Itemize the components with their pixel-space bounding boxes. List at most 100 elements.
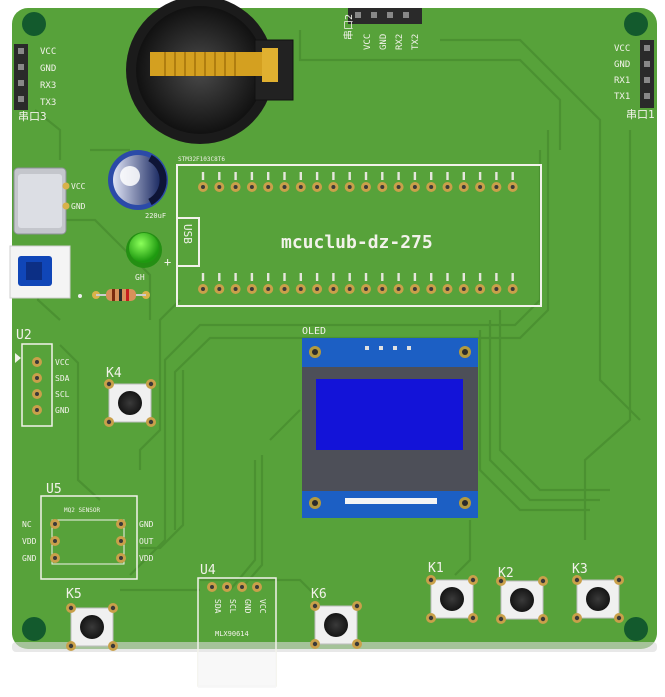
uart3-label: 串口3 bbox=[18, 110, 47, 123]
mcu-pad-mark bbox=[348, 273, 351, 281]
key-cap[interactable] bbox=[324, 613, 348, 637]
u4-pin-gnd: GND bbox=[243, 599, 252, 614]
mcu-pad-hole bbox=[429, 287, 434, 291]
uart3-pin-gnd: GND bbox=[40, 64, 56, 74]
mcu-pad-mark bbox=[315, 172, 319, 180]
u5-pad-hole bbox=[119, 539, 123, 543]
usb-pin-gnd: GND bbox=[71, 202, 86, 211]
oled-screen bbox=[316, 379, 463, 450]
key-k2-label: K2 bbox=[498, 566, 514, 581]
board-title: mcuclub-dz-275 bbox=[281, 232, 433, 253]
mcu-pad-mark bbox=[478, 172, 482, 180]
mcu-pad-mark bbox=[413, 273, 417, 281]
mcu-pad-mark bbox=[381, 172, 384, 180]
u4-caption: MLX90614 bbox=[215, 630, 249, 638]
mcu-pad-mark bbox=[283, 172, 286, 180]
mcu-pad-mark bbox=[364, 172, 368, 180]
uart2-header bbox=[348, 8, 422, 24]
mounting-holes bbox=[22, 12, 648, 641]
mcu-pad-hole bbox=[331, 185, 336, 189]
key-cap[interactable] bbox=[586, 587, 610, 611]
u2-pin-gnd: GND bbox=[55, 406, 70, 415]
key-pad-hole bbox=[540, 578, 546, 584]
u2-pin-vcc: VCC bbox=[55, 358, 70, 367]
mcu-pad-mark bbox=[332, 273, 335, 281]
key-k6-button[interactable]: K6 bbox=[310, 587, 362, 649]
u5-ref: U5 bbox=[46, 482, 62, 497]
mcu-pad-mark bbox=[299, 273, 302, 281]
u4-pad-hole bbox=[225, 585, 229, 589]
mcu-pad-mark bbox=[348, 172, 351, 180]
mcu-pad-hole bbox=[364, 287, 368, 291]
key-pad-hole bbox=[498, 616, 504, 622]
mcu-pad-mark bbox=[397, 273, 400, 281]
u5-left-pin-gnd: GND bbox=[22, 554, 37, 563]
mcu-usb-label: USB bbox=[181, 224, 194, 244]
oled-label: OLED bbox=[302, 326, 326, 337]
mcu-pad-hole bbox=[298, 287, 303, 291]
usb-c-connector bbox=[13, 167, 70, 235]
mcu-pad-hole bbox=[282, 287, 287, 291]
mcu-pad-hole bbox=[233, 185, 238, 189]
u4-module bbox=[197, 577, 277, 688]
uart1-label: 串口1 bbox=[626, 108, 655, 121]
key-cap[interactable] bbox=[80, 615, 104, 639]
key-pad-hole bbox=[616, 615, 622, 621]
key-pad-hole bbox=[312, 641, 318, 647]
mcu-pad-mark bbox=[234, 172, 237, 180]
uart1-pin-rx1: RX1 bbox=[614, 76, 630, 86]
mcu-pad-mark bbox=[495, 172, 498, 180]
mcu-pad-mark bbox=[201, 172, 205, 180]
mcu-pad-hole bbox=[396, 287, 401, 291]
mcu-pad-mark bbox=[495, 273, 498, 281]
mcu-pad-hole bbox=[510, 287, 515, 291]
key-pad-hole bbox=[428, 577, 434, 583]
mcu-pad-mark bbox=[299, 172, 302, 180]
mcu-pad-mark bbox=[381, 273, 384, 281]
key-cap[interactable] bbox=[440, 587, 464, 611]
pcb-substrate bbox=[12, 8, 657, 649]
key-pad-hole bbox=[354, 641, 360, 647]
key-k1-button[interactable]: K1 bbox=[426, 561, 478, 623]
mcu-pad-hole bbox=[347, 185, 352, 189]
key-k2-button[interactable]: K2 bbox=[496, 566, 548, 624]
u2-ref: U2 bbox=[16, 328, 32, 343]
key-cap[interactable] bbox=[118, 391, 142, 415]
uart1-pin-tx1: TX1 bbox=[614, 92, 630, 102]
mcu-pad-mark bbox=[462, 172, 465, 180]
key-pad-hole bbox=[68, 605, 74, 611]
key-pad-hole bbox=[616, 577, 622, 583]
u2-pad-hole bbox=[35, 392, 39, 396]
power-switch[interactable] bbox=[9, 245, 71, 299]
mcu-pad-mark bbox=[511, 172, 514, 180]
u5-pad-hole bbox=[53, 556, 57, 560]
mcu-pad-hole bbox=[233, 287, 238, 291]
key-k3-button[interactable]: K3 bbox=[572, 562, 624, 623]
mcu-pad-hole bbox=[315, 185, 320, 189]
key-pad-hole bbox=[540, 616, 546, 622]
mcu-header-pads bbox=[198, 172, 518, 294]
mcu-pad-mark bbox=[413, 172, 417, 180]
mcu-pad-hole bbox=[494, 287, 499, 291]
uart3-pin-rx3: RX3 bbox=[40, 81, 56, 91]
key-k1-label: K1 bbox=[428, 561, 444, 576]
key-pad-hole bbox=[312, 603, 318, 609]
key-k6-label: K6 bbox=[311, 587, 327, 602]
key-cap[interactable] bbox=[510, 588, 534, 612]
key-k5-label: K5 bbox=[66, 587, 82, 602]
key-pad-hole bbox=[106, 419, 112, 425]
uart3-header bbox=[14, 44, 28, 110]
mcu-pad-mark bbox=[283, 273, 286, 281]
u5-pad-hole bbox=[119, 556, 123, 560]
led-label: GH bbox=[135, 273, 145, 282]
uart2-pin-vcc: VCC bbox=[363, 34, 373, 50]
key-k4-button[interactable]: K4 bbox=[104, 366, 156, 427]
u5-right-pin-gnd: GND bbox=[139, 520, 154, 529]
key-k5-button[interactable]: K5 bbox=[66, 587, 118, 651]
electrolytic-capacitor bbox=[108, 150, 168, 210]
